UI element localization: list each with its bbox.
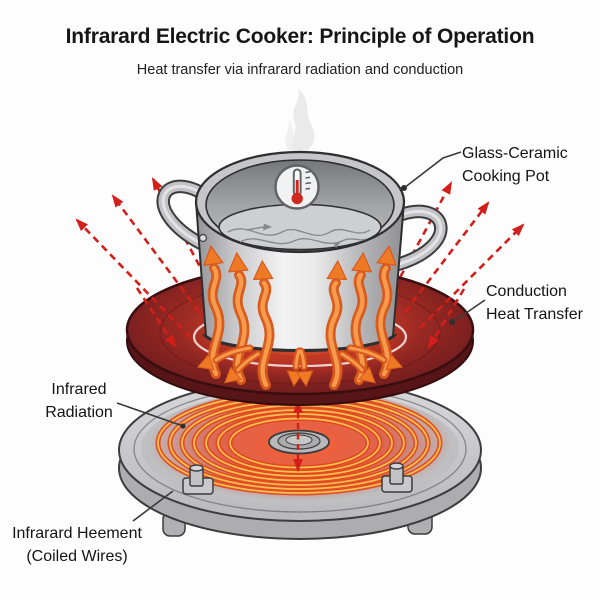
support-peg (381, 462, 413, 493)
water-current-lines (227, 226, 371, 245)
label-line: Cooking Pot (462, 167, 550, 185)
support-peg (182, 464, 214, 495)
cooking-pot (156, 150, 448, 353)
water-arrow-icon (334, 240, 342, 248)
page-title: Infrarard Electric Cooker: Principle of … (65, 25, 535, 48)
label-line: Radiation (45, 403, 113, 421)
label-line: Glass-Ceramic (462, 145, 568, 162)
steam-icon (285, 88, 315, 160)
label-glass-ceramic-pot: Glass-Ceramic Cooking Pot (462, 143, 600, 188)
radiation-arrows (75, 177, 525, 349)
label-line: Infrarard Heement (12, 525, 142, 542)
thermometer-icon (274, 164, 320, 210)
water-arrow-icon (263, 223, 272, 231)
label-heating-element: Infrarard Heement (Coiled Wires) (2, 523, 152, 568)
heat-flow-arrow-icon (203, 244, 397, 281)
label-line: Heat Transfer (486, 305, 583, 323)
heat-flow-arrow-icon (196, 353, 404, 387)
label-conduction-heat-transfer: Conduction Heat Transfer (486, 281, 600, 326)
leader-lines (116, 151, 486, 522)
page-subtitle: Heat transfer via infrarard radiation an… (136, 62, 464, 78)
rivet (198, 233, 208, 243)
water-surface (218, 203, 382, 251)
heat-flow-arrows (196, 244, 404, 390)
label-line: Infrared (51, 381, 107, 398)
label-infrared-radiation: Infrared Radiation (29, 379, 129, 424)
label-line: Conduction (486, 283, 567, 300)
label-line: (Coiled Wires) (26, 547, 128, 565)
